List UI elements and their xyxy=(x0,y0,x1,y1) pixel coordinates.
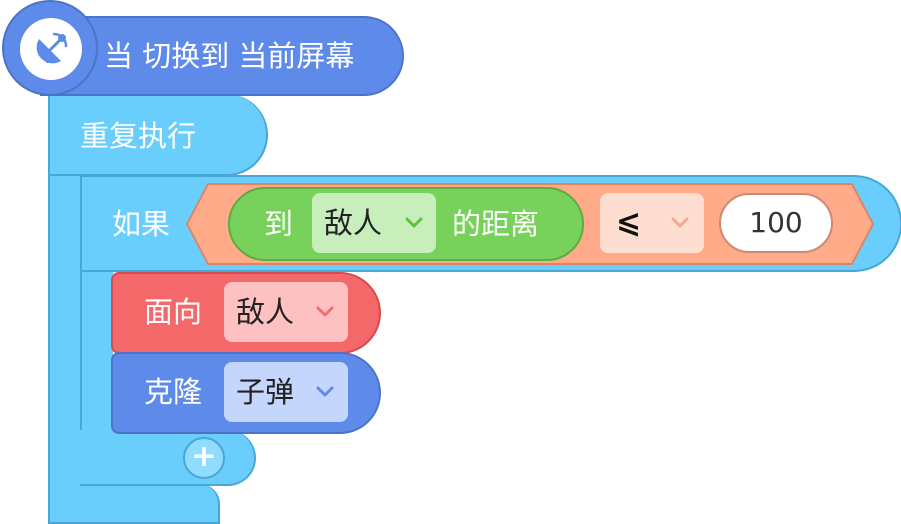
if-label: 如果 xyxy=(112,207,171,241)
forever-label: 重复执行 xyxy=(80,119,197,153)
distance-value-input[interactable] xyxy=(719,193,833,253)
face-target-value: 敌人 xyxy=(236,295,295,329)
chevron-down-icon xyxy=(316,306,334,317)
hat-block-label: 当 切换到 当前屏幕 xyxy=(104,39,355,73)
operator-value: ⩽ xyxy=(616,205,642,240)
chevron-down-icon xyxy=(671,217,689,228)
face-towards-label: 面向 xyxy=(144,295,203,329)
satellite-dish-icon xyxy=(36,32,68,64)
forever-block-arm xyxy=(48,170,82,524)
operator-dropdown[interactable] xyxy=(600,193,704,253)
forever-block-foot xyxy=(48,484,220,524)
chevron-down-icon xyxy=(316,386,334,397)
chevron-down-icon xyxy=(405,217,423,228)
if-block-foot xyxy=(80,430,256,486)
distance-prefix-label: 到 xyxy=(264,207,294,241)
when-screen-switched-block[interactable] xyxy=(40,16,404,96)
add-block-button[interactable]: + xyxy=(183,437,225,479)
clone-label: 克隆 xyxy=(144,375,203,409)
distance-suffix-label: 的距离 xyxy=(452,207,540,241)
distance-value-text: 100 xyxy=(749,206,803,239)
clone-target-value: 子弹 xyxy=(236,375,295,409)
distance-target-value: 敌人 xyxy=(324,206,383,240)
forever-block[interactable] xyxy=(48,94,268,176)
